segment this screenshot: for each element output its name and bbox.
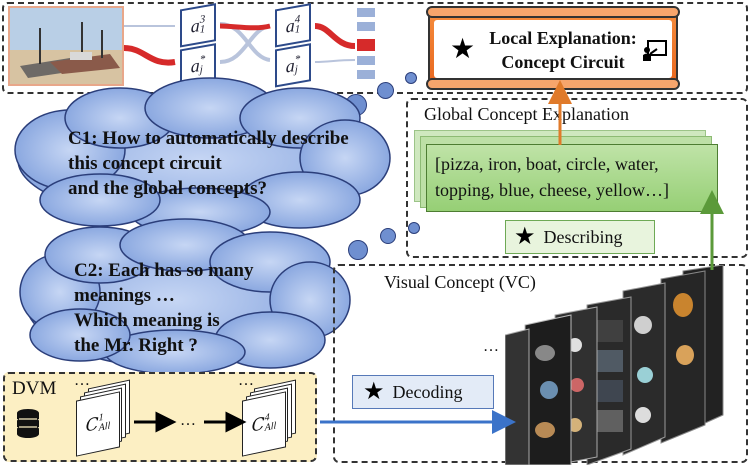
vc-layer-front: [524, 314, 572, 466]
global-concept-panel: [406, 98, 748, 258]
c2-line-1: C2: Each has so many: [74, 260, 254, 281]
green-card: [pizza, iron, boat, circle, water, toppi…: [426, 144, 718, 212]
decoding-badge: ★ Decoding: [352, 375, 494, 409]
cloud-c1-text: C1: How to automatically describe this c…: [68, 126, 388, 201]
star-icon: ★: [450, 34, 476, 65]
star-icon: ★: [514, 224, 536, 250]
thought-bubble-small: [408, 222, 420, 234]
thought-bubble-medium: [380, 228, 396, 244]
local-explanation-subtitle: Concept Circuit: [501, 52, 625, 72]
c2-line-3: Which meaning is: [74, 310, 220, 331]
dvm-label: DVM: [12, 378, 57, 399]
thought-bubble-small: [405, 72, 417, 84]
thought-bubble-medium: [377, 82, 394, 99]
dvm-dots-mid: …: [180, 412, 196, 429]
describing-label: Describing: [543, 226, 623, 247]
cloud-c1: [14, 77, 391, 237]
local-panel: [434, 20, 672, 78]
cloud-c2: [19, 218, 351, 375]
thought-bubble-large: [348, 240, 368, 260]
vc-layer-back-3: [622, 282, 666, 456]
global-concept-title: Global Concept Explanation: [424, 104, 629, 124]
top-panel: [2, 2, 748, 94]
global-concepts-line-1: [pizza, iron, boat, circle, water,: [435, 154, 659, 174]
c1-line-2: this concept circuit: [68, 153, 222, 174]
global-concepts-line-2: topping, blue, cheese, yellow…]: [435, 180, 669, 200]
boat-photo: [8, 6, 124, 86]
visual-concept-title: Visual Concept (VC): [384, 272, 536, 292]
c1-line-3: and the global concepts?: [68, 178, 267, 199]
c1-line-1: C1: How to automatically describe: [68, 128, 349, 149]
dvm-dots-right: …: [238, 372, 254, 389]
star-icon: ★: [363, 379, 385, 405]
visual-concept-ellipsis: …: [483, 338, 499, 355]
presentation-icon: [642, 40, 668, 67]
scroll-roll-top: [426, 6, 680, 18]
cloud-c2-text: C2: Each has so many meanings … Which me…: [74, 258, 314, 358]
dvm-dots-left: …: [74, 372, 90, 389]
c2-line-4: the Mr. Right ?: [74, 335, 198, 356]
visual-concept-stack: [504, 264, 745, 466]
local-explanation-scroll: ★ Local Explanation: Concept Circuit: [426, 6, 680, 90]
c2-line-2: meanings …: [74, 285, 175, 306]
decoding-label: Decoding: [392, 381, 463, 402]
vc-layer-back-2: [586, 296, 632, 466]
database-icon: [16, 408, 40, 443]
describing-badge: ★ Describing: [505, 220, 655, 254]
local-explanation-title: Local Explanation:: [489, 28, 637, 48]
vc-layer-back-4: [660, 270, 706, 444]
